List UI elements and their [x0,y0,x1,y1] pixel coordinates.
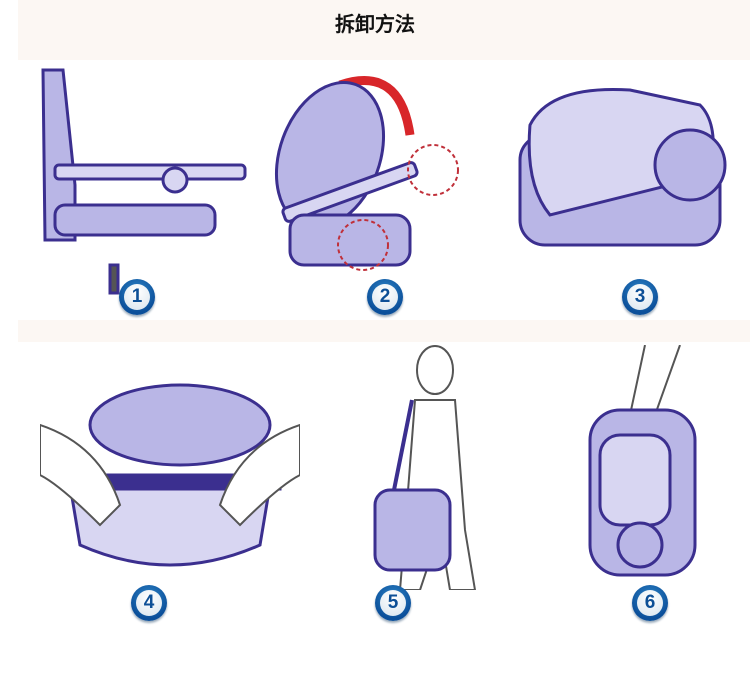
rotate-arrow-icon [338,76,415,136]
header-band [18,0,750,60]
step-badge: 3 [622,279,658,315]
row-divider [18,320,750,342]
step-badge: 6 [632,585,668,621]
step-2-illustration [274,76,459,271]
page-title: 拆卸方法 [335,12,415,36]
step-4-illustration [40,383,300,567]
step-badge: 2 [367,279,403,315]
step-5-illustration [373,345,477,590]
step-badge: 4 [131,585,167,621]
step-badge: 5 [375,585,411,621]
step-6-illustration [588,345,697,577]
step-3-illustration [518,87,727,247]
step-badge: 1 [119,279,155,315]
step-1-illustration [41,68,247,295]
